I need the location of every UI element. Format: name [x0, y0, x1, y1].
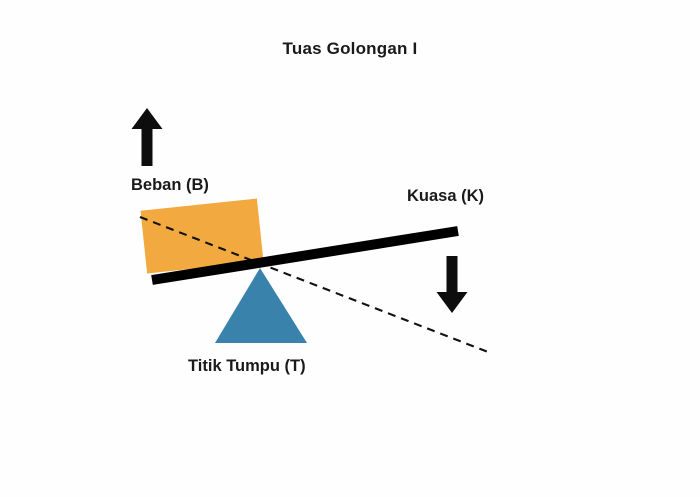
load-force-arrow-up-icon	[131, 108, 163, 166]
label-effort-kuasa: Kuasa (K)	[407, 187, 485, 205]
effort-force-arrow-down-icon	[436, 256, 468, 313]
lever-beam	[151, 226, 459, 285]
load-block	[140, 198, 264, 274]
label-load-beban: Beban (B)	[131, 176, 209, 194]
fulcrum-triangle	[215, 268, 307, 343]
page-title: Tuas Golongan I	[282, 39, 418, 58]
reference-dashed-line	[139, 216, 489, 353]
label-fulcrum-titik-tumpu: Titik Tumpu (T)	[188, 357, 306, 375]
